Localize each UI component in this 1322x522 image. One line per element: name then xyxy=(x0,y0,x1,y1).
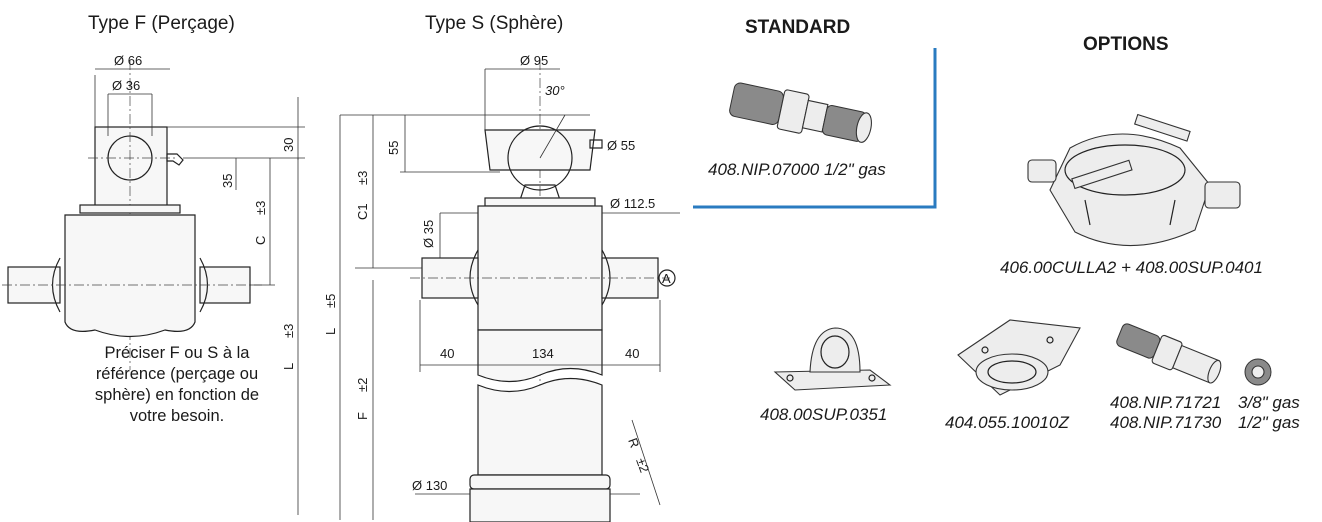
dim-h35: 35 xyxy=(220,174,235,188)
dim-w134: 134 xyxy=(532,346,554,361)
dim-d95: Ø 95 xyxy=(520,53,548,68)
standard-ref: 408.NIP.07000 1/2" gas xyxy=(708,160,886,179)
dim-c1-tol: ±3 xyxy=(355,171,370,185)
dim-l-s-tol: ±5 xyxy=(323,294,338,308)
support-illustration xyxy=(773,327,892,391)
dim-h30: 30 xyxy=(281,138,296,152)
nipple-refs: 408.NIP.71721 408.NIP.71730 xyxy=(1110,393,1221,433)
dim-angle: 30° xyxy=(545,83,565,98)
option-plug-illustration xyxy=(1244,358,1272,386)
standard-heading: STANDARD xyxy=(745,17,851,38)
cradle-illustration xyxy=(1027,113,1241,247)
dim-c: C xyxy=(253,236,268,245)
standard-separator-line xyxy=(693,48,937,209)
type-f-note: Préciser F ou S à la référence (perçage … xyxy=(94,344,260,425)
type-s-title: Type S (Sphère) xyxy=(425,13,564,34)
dim-c1: C1 xyxy=(355,203,370,220)
nipple-sizes: 3/8" gas 1/2" gas xyxy=(1238,393,1300,433)
dim-d35: Ø 35 xyxy=(421,220,436,248)
nipple-ref-2: 408.NIP.71730 xyxy=(1110,413,1222,432)
dim-c-tol: ±3 xyxy=(253,201,268,215)
dim-h55: 55 xyxy=(386,141,401,155)
dim-l-f: L xyxy=(281,363,296,370)
dim-d130: Ø 130 xyxy=(412,478,447,493)
support-ref: 408.00SUP.0351 xyxy=(760,405,888,424)
dim-r: R xyxy=(625,436,642,450)
nipple-ref-1: 408.NIP.71721 xyxy=(1110,393,1222,412)
options-heading: OPTIONS xyxy=(1083,34,1169,55)
callout-a: A xyxy=(662,271,671,286)
dim-f: F xyxy=(355,412,370,420)
dim-r-tol: ±2 xyxy=(633,456,652,475)
dim-d55: Ø 55 xyxy=(607,138,635,153)
standard-nipple-illustration xyxy=(729,82,872,143)
flange-illustration xyxy=(957,319,1081,396)
type-f-title: Type F (Perçage) xyxy=(88,13,235,34)
dim-d112: Ø 112.5 xyxy=(610,196,655,211)
type-s-cylinder xyxy=(339,60,680,522)
dim-w40b: 40 xyxy=(625,346,639,361)
dim-d66: Ø 66 xyxy=(114,53,142,68)
cradle-ref: 406.00CULLA2 + 408.00SUP.0401 xyxy=(1000,258,1263,277)
dim-d36: Ø 36 xyxy=(112,78,140,93)
dim-l-s: L xyxy=(323,328,338,335)
dim-f-tol: ±2 xyxy=(355,378,370,392)
flange-ref: 404.055.10010Z xyxy=(945,413,1069,432)
nipple-size-2: 1/2" gas xyxy=(1238,413,1300,432)
nipple-size-1: 3/8" gas xyxy=(1238,393,1300,412)
option-nipple-illustration xyxy=(1116,323,1222,384)
dim-w40a: 40 xyxy=(440,346,454,361)
dim-l-f-tol: ±3 xyxy=(281,324,296,338)
type-f-cylinder xyxy=(2,60,305,515)
